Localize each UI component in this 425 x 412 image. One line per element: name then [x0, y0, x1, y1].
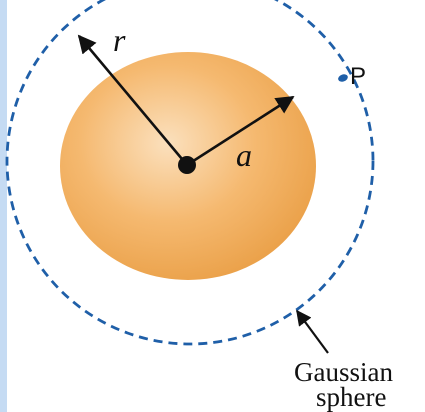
gaussian-pointer-arrow — [296, 309, 329, 354]
left-edge-strip — [0, 0, 7, 412]
label-gaussian: Gaussian — [294, 357, 393, 387]
label-p: P — [350, 63, 366, 90]
label-a: a — [236, 137, 252, 173]
label-r: r — [113, 22, 126, 58]
radius-r-arrow — [77, 34, 188, 166]
center-point — [178, 156, 196, 174]
radius-a-arrow — [186, 95, 295, 167]
point-p-marker — [338, 74, 348, 82]
gaussian-surface-circle — [5, 0, 375, 346]
label-sphere: sphere — [316, 382, 386, 412]
